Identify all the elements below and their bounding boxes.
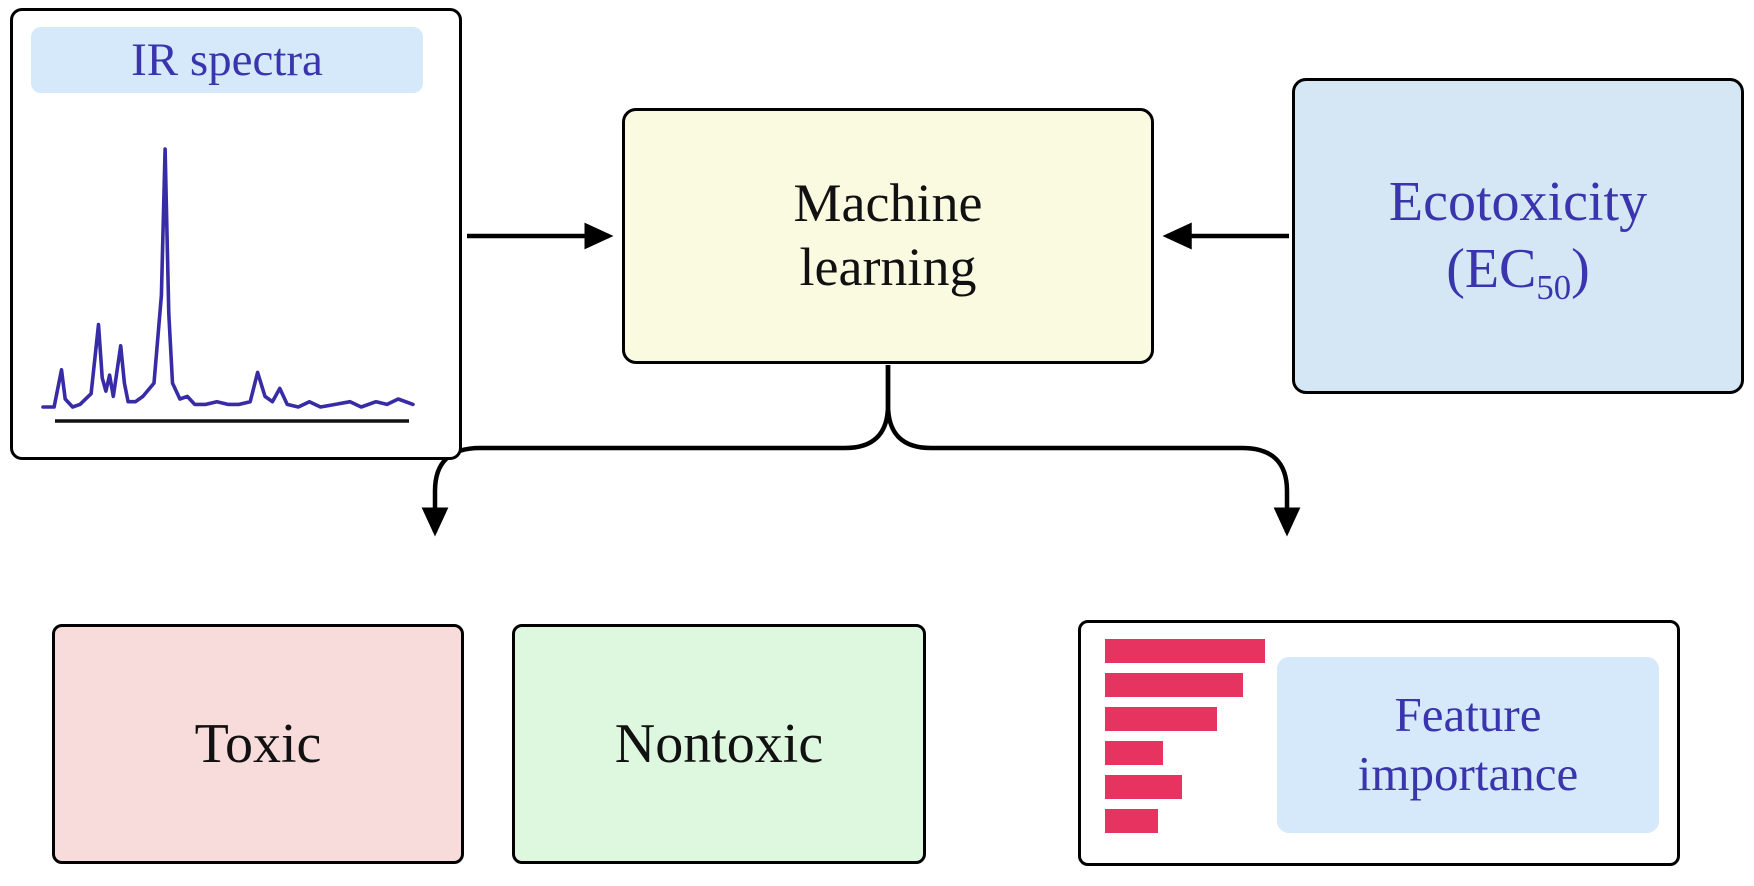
- feature-importance-bar: [1105, 707, 1217, 731]
- feature-importance-bar: [1105, 741, 1163, 765]
- machine-learning-line1: Machine: [793, 173, 983, 234]
- arrow-ml-to-feature-importance: [885, 365, 1301, 537]
- nontoxic-label: Nontoxic: [614, 713, 824, 775]
- ec50-subscript: 50: [1536, 268, 1572, 308]
- ecotoxicity-line2: (EC50): [1446, 238, 1590, 308]
- feature-importance-label: Feature importance: [1357, 687, 1579, 801]
- ecotoxicity-label: Ecotoxicity (EC50): [1388, 169, 1648, 308]
- toxic-label: Toxic: [194, 713, 322, 775]
- ecotoxicity-box: Ecotoxicity (EC50): [1292, 78, 1744, 394]
- machine-learning-box: Machine learning: [622, 108, 1154, 364]
- ir-spectra-label-chip: IR spectra: [31, 27, 423, 93]
- feature-importance-bar: [1105, 639, 1265, 663]
- ecotoxicity-line1: Ecotoxicity: [1388, 170, 1648, 233]
- feature-importance-box: Feature importance: [1078, 620, 1680, 866]
- feature-importance-bar: [1105, 775, 1182, 799]
- ir-spectra-box: IR spectra: [10, 8, 462, 460]
- feature-importance-bar: [1105, 809, 1158, 833]
- feature-importance-bar: [1105, 673, 1243, 697]
- nontoxic-box: Nontoxic: [512, 624, 926, 864]
- ir-spectrum-line: [41, 147, 415, 409]
- arrow-ml-to-classes: [421, 365, 891, 537]
- ir-spectra-label: IR spectra: [131, 34, 323, 86]
- feature-importance-label-chip: Feature importance: [1277, 657, 1659, 833]
- feature-importance-bars: [1105, 639, 1265, 833]
- toxic-box: Toxic: [52, 624, 464, 864]
- machine-learning-label: Machine learning: [794, 172, 983, 299]
- ir-spectrum-plot: [41, 147, 415, 423]
- machine-learning-line2: learning: [799, 237, 977, 297]
